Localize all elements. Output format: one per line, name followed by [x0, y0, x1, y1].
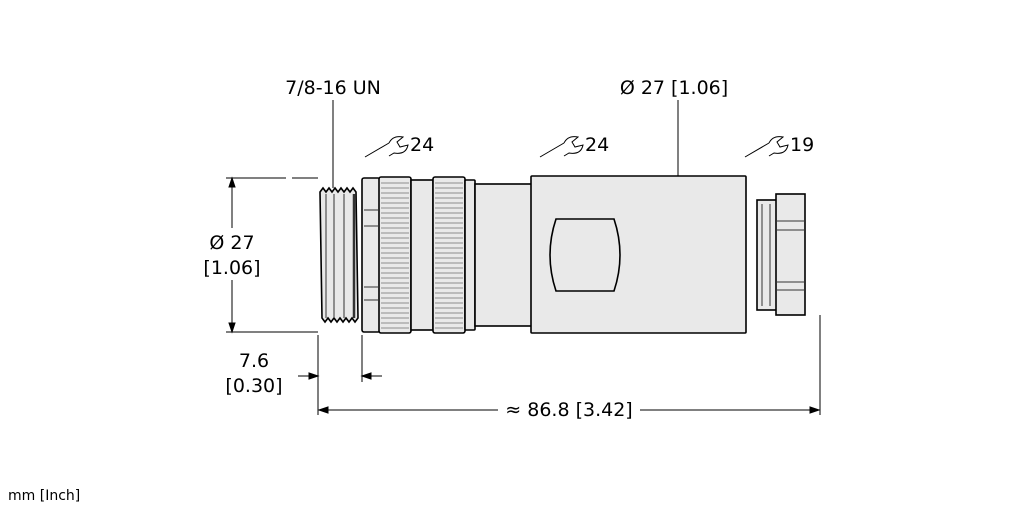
ring-gap: [410, 179, 434, 331]
wrench-icon: [744, 136, 789, 158]
knurl-ring-1: [378, 176, 412, 334]
overall-length: ≈ 86.8 [3.42]: [505, 399, 633, 421]
wrench-size-2: 24: [585, 134, 610, 156]
window: [549, 218, 621, 292]
units-label: mm [Inch]: [8, 488, 81, 504]
wrench-size-1: 24: [410, 134, 435, 156]
knurl-ring-2: [432, 176, 466, 334]
wrench-icon: [539, 136, 584, 158]
left-thread: [319, 186, 359, 324]
left-diameter-mm: Ø 27: [209, 232, 255, 254]
main-body: [530, 175, 747, 334]
right-thread: [756, 199, 778, 311]
thread-length-in: [0.30]: [225, 375, 283, 397]
connector: [319, 175, 806, 334]
hex-nut: [775, 193, 806, 316]
neck: [474, 183, 533, 327]
thread-length-mm: 7.6: [238, 350, 270, 372]
wrench-icon: [364, 136, 409, 158]
thread-label: 7/8-16 UN: [285, 77, 381, 99]
collar: [464, 179, 476, 331]
wrench-size-3: 19: [790, 134, 815, 156]
left-diameter-in: [1.06]: [203, 257, 261, 279]
left-nut: [361, 177, 381, 333]
dimension-lines: [226, 100, 821, 415]
body-diameter-label: Ø 27 [1.06]: [619, 77, 729, 99]
